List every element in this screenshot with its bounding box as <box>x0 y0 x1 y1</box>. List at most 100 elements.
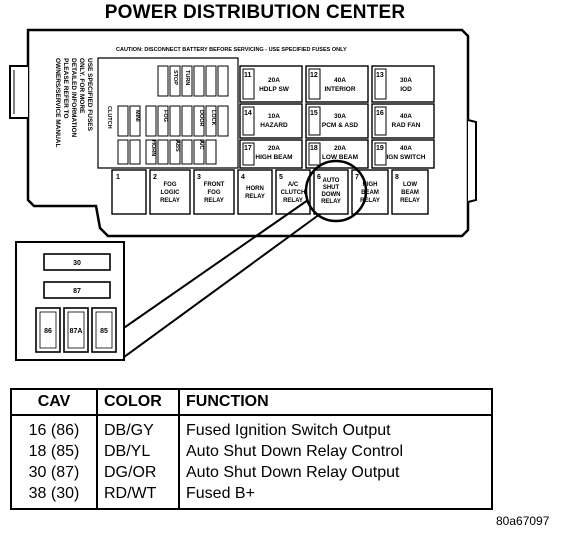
cell-color: RD/WT <box>97 483 180 509</box>
relay-number: 4 <box>241 174 245 181</box>
pin-label: 85 <box>100 328 108 335</box>
mini-fuse <box>193 65 205 97</box>
relay-1 <box>111 169 147 215</box>
svg-text:BEAM: BEAM <box>361 190 379 196</box>
power-distribution-center-diagram: CAUTION: DISCONNECT BATTERY BEFORE SERVI… <box>9 28 477 361</box>
pin-label: 87A <box>70 328 83 335</box>
mini-fuse <box>205 65 217 97</box>
fuse-name: IGN SWITCH <box>387 154 426 161</box>
mini-fuse-label: DOOR <box>198 110 204 127</box>
mini-fuse <box>169 105 181 137</box>
cell-function: Fused B+ <box>186 485 255 502</box>
mini-fuse <box>145 105 157 137</box>
relay-number: 8 <box>395 174 399 181</box>
fuse-cell-17: 17 20A HIGH BEAM <box>239 139 303 169</box>
cell-color: DG/OR <box>97 462 180 483</box>
fuse-number: 18 <box>310 145 318 152</box>
relay-5 <box>275 169 311 215</box>
mini-fuse <box>169 65 181 97</box>
fuse-amp: 20A <box>334 145 346 152</box>
mini-fuse <box>193 139 205 165</box>
mini-fuse <box>217 105 229 137</box>
relay-number: 2 <box>153 174 157 181</box>
relay-number: 7 <box>355 174 359 181</box>
mini-fuse <box>217 65 229 97</box>
side-note-line: USE SPECIFIED FUSES <box>86 58 93 132</box>
table-header-row: CAV COLOR FUNCTION <box>11 389 492 416</box>
svg-text:RELAY: RELAY <box>400 198 420 204</box>
mini-fuse <box>157 105 169 137</box>
fuse-cell-19: 19 40A IGN SWITCH <box>371 139 435 169</box>
svg-text:CLUTCH: CLUTCH <box>281 190 306 196</box>
mini-fuse-label: LOCK <box>210 110 216 126</box>
svg-text:FOG: FOG <box>164 182 177 188</box>
mini-fuse <box>205 139 217 165</box>
diagram-title: POWER DISTRIBUTION CENTER <box>104 2 406 23</box>
relay-number: 6 <box>317 174 321 181</box>
svg-text:HORN: HORN <box>246 186 264 192</box>
svg-text:SHUT: SHUT <box>323 185 340 191</box>
mini-fuse <box>145 139 157 165</box>
fuse-cell-15: 15 30A PCM & ASD <box>305 103 369 139</box>
table-row: 38 (30) RD/WT Fused B+ <box>11 483 492 509</box>
mini-fuse <box>157 139 169 165</box>
mini-fuse-block: STOP TURN MINI FOG DOOR LOCK HORN CLUTCH… <box>106 65 229 165</box>
cavity-table: CAV COLOR FUNCTION 16 (86) DB/GY Fused I… <box>10 388 493 510</box>
mini-fuse-label: STOP <box>172 70 178 85</box>
svg-text:RELAY: RELAY <box>360 198 380 204</box>
svg-text:BEAM: BEAM <box>401 190 419 196</box>
fuse-amp: 30A <box>400 77 412 84</box>
svg-text:RELAY: RELAY <box>283 198 303 204</box>
fuse-name: INTERIOR <box>324 86 355 93</box>
relay-number: 1 <box>116 174 120 181</box>
fuse-name: PCM & ASD <box>322 122 359 129</box>
figure-id: 80a67097 <box>496 514 550 528</box>
cell-color: DB/YL <box>97 441 180 462</box>
fuse-number: 13 <box>376 72 384 79</box>
mini-fuse <box>169 139 181 165</box>
svg-text:RELAY: RELAY <box>321 199 341 205</box>
fuse-amp: 40A <box>400 113 412 120</box>
svg-text:LOGIC: LOGIC <box>161 190 181 196</box>
leader-line <box>119 213 321 361</box>
relay-4 <box>237 169 273 215</box>
fuse-name: HAZARD <box>260 122 288 129</box>
fuse-amp: 20A <box>268 77 280 84</box>
svg-text:LOW: LOW <box>403 182 417 188</box>
cell-function: Fused Ignition Switch Output <box>186 422 391 439</box>
fuse-amp: 40A <box>334 77 346 84</box>
mini-fuse-label: MINI <box>134 110 140 122</box>
table-row: 18 (85) DB/YL Auto Shut Down Relay Contr… <box>11 441 492 462</box>
fuse-number: 17 <box>244 145 252 152</box>
table-row: 16 (86) DB/GY Fused Ignition Switch Outp… <box>11 415 492 441</box>
relay-connector-detail: 30 87 86 87A 85 <box>15 241 125 361</box>
svg-text:HIGH: HIGH <box>363 182 378 188</box>
svg-text:RELAY: RELAY <box>160 198 180 204</box>
mini-fuse-label: TURN <box>184 70 190 85</box>
mini-fuse-label: ABS <box>174 140 180 152</box>
mini-fuse <box>181 65 193 97</box>
cell-cav: 30 (87) <box>11 462 98 483</box>
header-function: FUNCTION <box>179 389 492 416</box>
relay-row: 1 2 FOG LOGIC RELAY 3 FRONT FOG RELAY 4 … <box>111 169 429 215</box>
pin-87 <box>43 281 111 299</box>
cell-function: Auto Shut Down Relay Control <box>186 443 403 460</box>
relay-7 <box>351 169 389 215</box>
leader-line <box>117 199 309 333</box>
svg-text:FRONT: FRONT <box>204 182 225 188</box>
svg-text:A/C: A/C <box>288 182 299 188</box>
fuse-amp: 30A <box>334 113 346 120</box>
mini-fuse-label: FOG <box>162 110 168 122</box>
table-row: 30 (87) DG/OR Auto Shut Down Relay Outpu… <box>11 462 492 483</box>
svg-text:FOG: FOG <box>208 190 221 196</box>
mini-fuse <box>181 139 193 165</box>
relay-3 <box>193 169 235 215</box>
svg-text:RELAY: RELAY <box>245 194 265 200</box>
mini-fuse <box>129 105 141 137</box>
fuse-name: LOW BEAM <box>322 154 358 161</box>
side-tab <box>467 119 477 203</box>
fuse-amp: 10A <box>268 113 280 120</box>
relay-6 <box>313 169 349 215</box>
cell-function: Auto Shut Down Relay Output <box>186 464 400 481</box>
mini-fuse-label: HORN <box>150 140 156 156</box>
